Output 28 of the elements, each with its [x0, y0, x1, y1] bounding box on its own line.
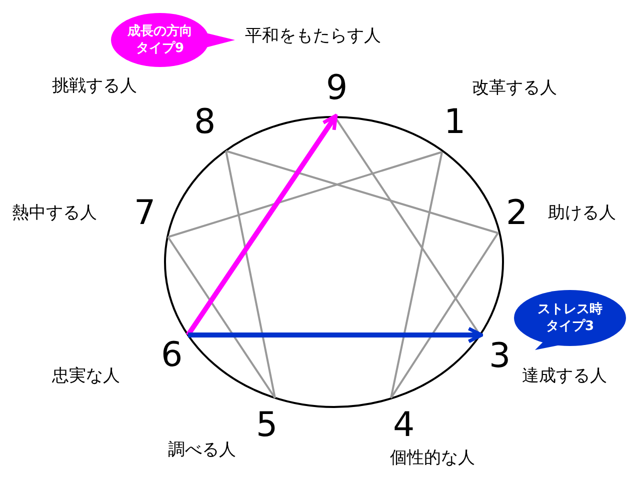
bubble-text: ストレス時タイプ3 [538, 300, 602, 336]
type-name: 調べる人 [168, 441, 236, 460]
type-number: 4 [393, 408, 415, 442]
connector-line [226, 150, 498, 234]
type-name: 平和をもたらす人 [245, 27, 381, 46]
connector-line [168, 151, 442, 238]
connector-line [390, 232, 499, 399]
type-number: 1 [444, 105, 466, 139]
type-number: 8 [194, 105, 216, 139]
type-name: 挑戦する人 [52, 77, 137, 96]
type-name: 改革する人 [472, 79, 557, 98]
connector-line [167, 236, 276, 399]
type-name: 助ける人 [548, 204, 616, 223]
type-name: 個性的な人 [390, 449, 475, 468]
type-number: 7 [134, 196, 156, 230]
type-name: 達成する人 [522, 367, 607, 386]
type-number: 6 [161, 338, 183, 372]
type-number: 2 [506, 196, 528, 230]
arrow [186, 114, 338, 336]
type-number: 5 [256, 408, 278, 442]
connector-line [225, 150, 276, 398]
bubble-text: 成長の方向タイプ9 [128, 22, 192, 58]
connector-line [390, 152, 443, 398]
type-name: 熱中する人 [12, 204, 97, 223]
arrow [188, 326, 484, 344]
type-number: 9 [326, 71, 348, 105]
type-number: 3 [489, 339, 511, 373]
type-name: 忠実な人 [52, 367, 120, 386]
